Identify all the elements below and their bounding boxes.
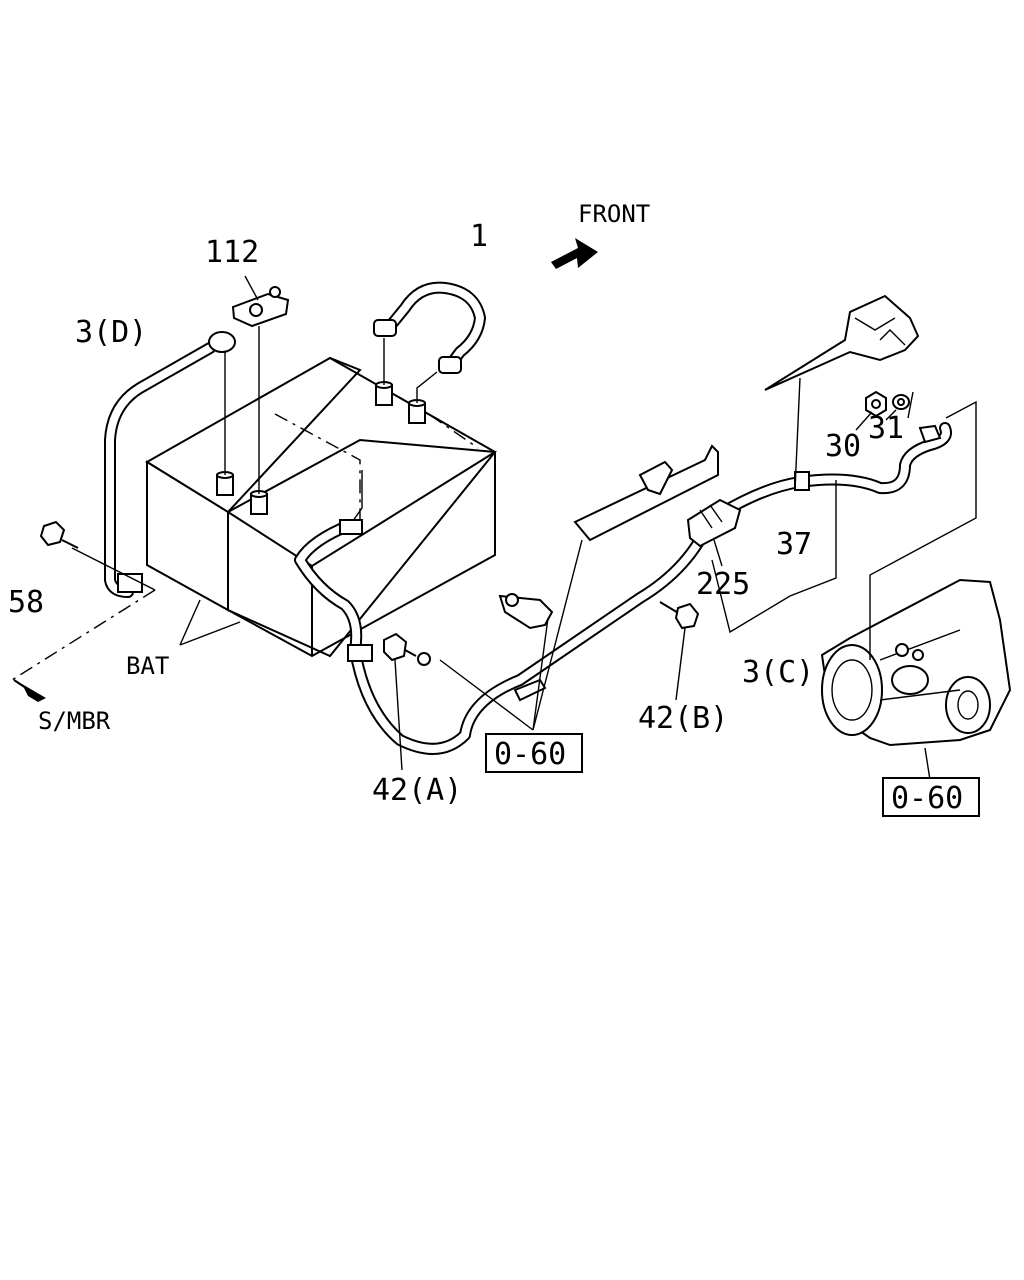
- callout-1: 1: [470, 219, 488, 254]
- callout-3d: 3(D): [75, 315, 147, 350]
- starter-motor: [820, 578, 1012, 781]
- arrow-down-left-icon: [13, 679, 46, 702]
- callout-37: 37: [776, 527, 812, 562]
- ref-0-60-right: 0-60: [891, 781, 963, 816]
- bolt-42b: [659, 601, 700, 701]
- bolt-58: [39, 520, 156, 591]
- callout-42a: 42(A): [372, 773, 462, 808]
- callout-30: 30: [825, 429, 861, 464]
- callout-42b: 42(B): [638, 701, 728, 736]
- front-arrow-icon: [551, 238, 598, 269]
- ref-box-right: [882, 777, 980, 817]
- washer-31: [885, 391, 914, 421]
- bolt-42a: [383, 632, 431, 771]
- callout-3c: 3(C): [742, 655, 814, 690]
- callout-58: 58: [8, 585, 44, 620]
- callout-31: 31: [868, 411, 904, 446]
- battery: [145, 356, 497, 658]
- cable-1: [373, 281, 486, 403]
- ref-box-left: [485, 733, 583, 773]
- callout-smbr: S/MBR: [38, 707, 111, 735]
- callout-bat: BAT: [126, 652, 169, 680]
- nut-30: [855, 390, 887, 431]
- callout-112: 112: [205, 235, 259, 270]
- front-label: FRONT: [578, 200, 650, 228]
- brackets: [498, 444, 719, 702]
- cable-3d: [104, 331, 236, 598]
- connector-225: [686, 498, 742, 567]
- cable-3c: [294, 422, 952, 755]
- bracket-37: [764, 294, 920, 491]
- callout-225: 225: [696, 567, 750, 602]
- terminal-112: [231, 275, 290, 494]
- ref-0-60-left: 0-60: [494, 737, 566, 772]
